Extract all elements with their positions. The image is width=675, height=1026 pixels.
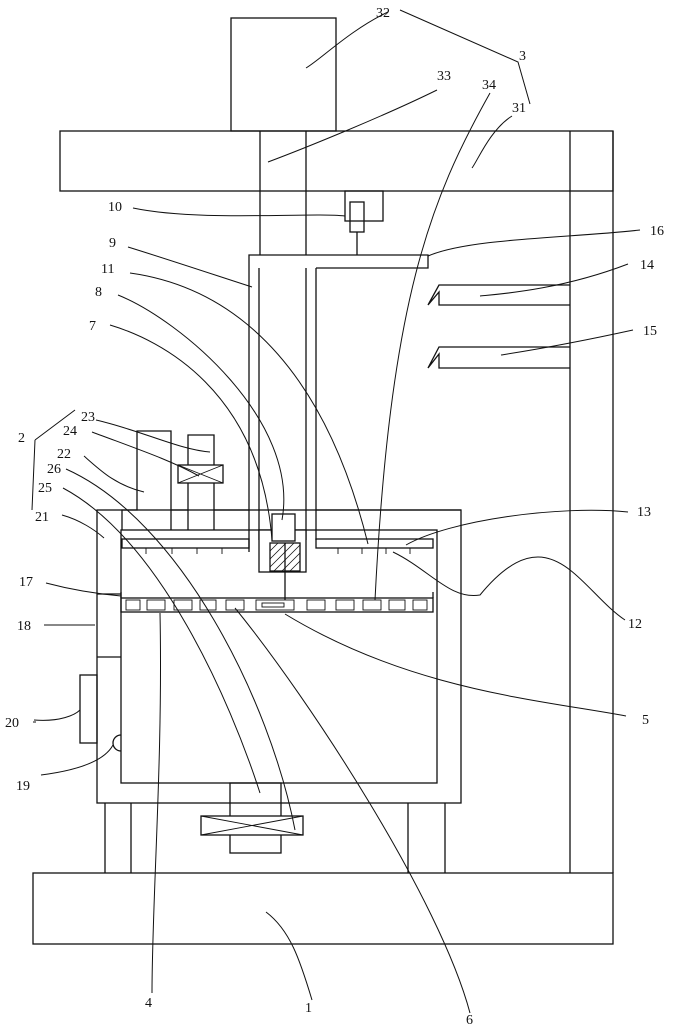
- label-23: 23: [81, 410, 95, 425]
- central-sensor-core: [262, 603, 284, 607]
- label-15: 15: [643, 324, 657, 339]
- cylinder-inner: [350, 202, 364, 232]
- label-19: 19: [16, 779, 30, 794]
- label-33: 33: [437, 69, 451, 84]
- label-7: 7: [89, 319, 96, 334]
- label-5: 5: [642, 713, 649, 728]
- label-13: 13: [637, 505, 651, 520]
- scraper-plate-left: [122, 539, 249, 548]
- label-16: 16: [650, 224, 664, 239]
- label-26: 26: [47, 462, 61, 477]
- sleeve-connector: [272, 514, 295, 541]
- label-32: 32: [376, 6, 390, 21]
- label-20: 20: [5, 716, 19, 731]
- label-34: 34: [482, 78, 496, 93]
- label-3: 3: [519, 49, 526, 64]
- control-box: [80, 675, 97, 743]
- label-14: 14: [640, 258, 654, 273]
- label-9: 9: [109, 236, 116, 251]
- label-18: 18: [17, 619, 31, 634]
- label-11: 11: [101, 262, 114, 277]
- label-17: 17: [19, 575, 33, 590]
- label-10: 10: [108, 200, 122, 215]
- base-plate: [33, 873, 613, 944]
- drain-knob: [113, 735, 121, 751]
- label-8: 8: [95, 285, 102, 300]
- heating-elements: [126, 600, 427, 610]
- label-4: 4: [145, 996, 152, 1011]
- lid-gap-fill: [122, 511, 242, 529]
- label-2: 2: [18, 431, 25, 446]
- top-motor: [231, 18, 336, 131]
- label-31: 31: [512, 101, 526, 116]
- label-12: 12: [628, 617, 642, 632]
- shelf-lower: [428, 347, 570, 368]
- label-25: 25: [38, 481, 52, 496]
- lifting-frame-outer: [249, 255, 428, 552]
- label-6: 6: [466, 1013, 473, 1026]
- shelf-upper: [428, 285, 570, 305]
- label-21: 21: [35, 510, 49, 525]
- label-1: 1: [305, 1001, 312, 1016]
- label-24: 24: [63, 424, 77, 439]
- top-beam: [60, 131, 613, 191]
- label-22: 22: [57, 447, 71, 462]
